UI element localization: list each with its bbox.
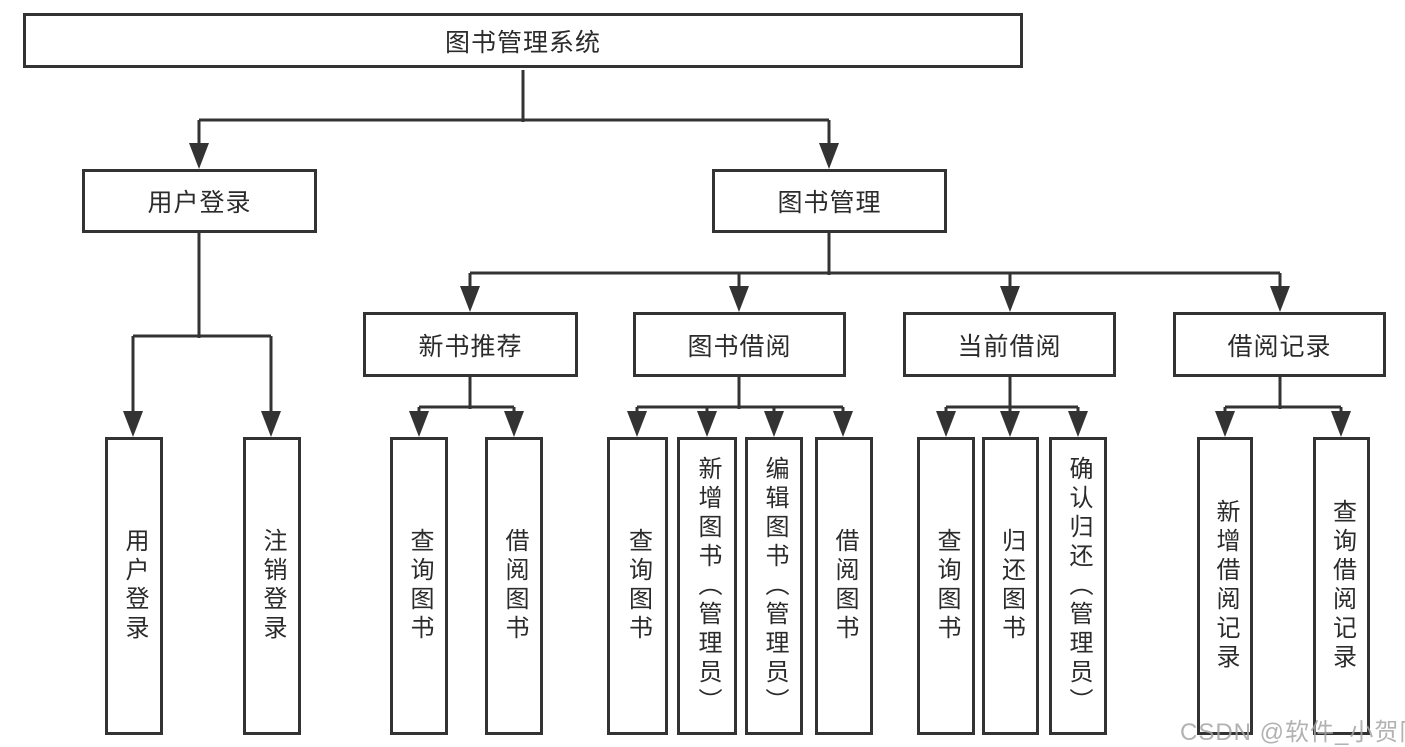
node-new-book-recommend: 新书推荐 — [363, 312, 578, 377]
leaf-borrow-books: 借阅图书 — [815, 437, 873, 735]
leaf-label: 查询图书 — [406, 528, 433, 644]
leaf-logout: 注销登录 — [243, 437, 301, 735]
leaf-label: 查询图书 — [933, 528, 960, 644]
leaf-add-borrow-record: 新增借阅记录 — [1197, 437, 1253, 735]
leaf-label: 用户登录 — [121, 528, 148, 644]
leaf-return-books: 归还图书 — [982, 437, 1039, 735]
leaf-query-books-current: 查询图书 — [917, 437, 975, 735]
watermark: CSDN @软件_小贺同学 — [1180, 719, 1405, 746]
leaf-label: 注销登录 — [259, 528, 286, 644]
leaf-label: 查询借阅记录 — [1328, 499, 1356, 673]
leaf-query-books-borrow: 查询图书 — [607, 437, 668, 735]
leaf-label: 确认归还（管理员） — [1065, 455, 1092, 717]
leaf-query-borrow-record: 查询借阅记录 — [1313, 437, 1370, 735]
node-borrow-records: 借阅记录 — [1173, 312, 1386, 377]
node-book-management: 图书管理 — [712, 169, 947, 233]
leaf-user-login: 用户登录 — [105, 437, 163, 735]
leaf-label: 新增借阅记录 — [1212, 499, 1239, 673]
leaf-label: 借阅图书 — [501, 528, 528, 644]
leaf-label: 借阅图书 — [831, 528, 858, 644]
leaf-label: 编辑图书（管理员） — [761, 455, 788, 717]
arrowheads — [123, 143, 1351, 437]
node-book-borrow: 图书借阅 — [633, 312, 846, 377]
leaf-confirm-return-admin: 确认归还（管理员） — [1049, 437, 1107, 735]
node-user-login: 用户登录 — [82, 169, 317, 233]
leaf-label: 新增图书（管理员） — [694, 455, 721, 717]
leaf-edit-books-admin: 编辑图书（管理员） — [745, 437, 803, 735]
connector-paths — [131, 70, 1343, 419]
leaf-add-books-admin: 新增图书（管理员） — [677, 437, 737, 735]
leaf-borrow-books-recommend: 借阅图书 — [485, 437, 543, 735]
node-current-borrow: 当前借阅 — [903, 312, 1116, 377]
leaf-label: 查询图书 — [624, 528, 652, 644]
leaf-query-books-recommend: 查询图书 — [390, 437, 448, 735]
leaf-label: 归还图书 — [997, 528, 1025, 644]
node-root-library-system: 图书管理系统 — [23, 13, 1023, 68]
